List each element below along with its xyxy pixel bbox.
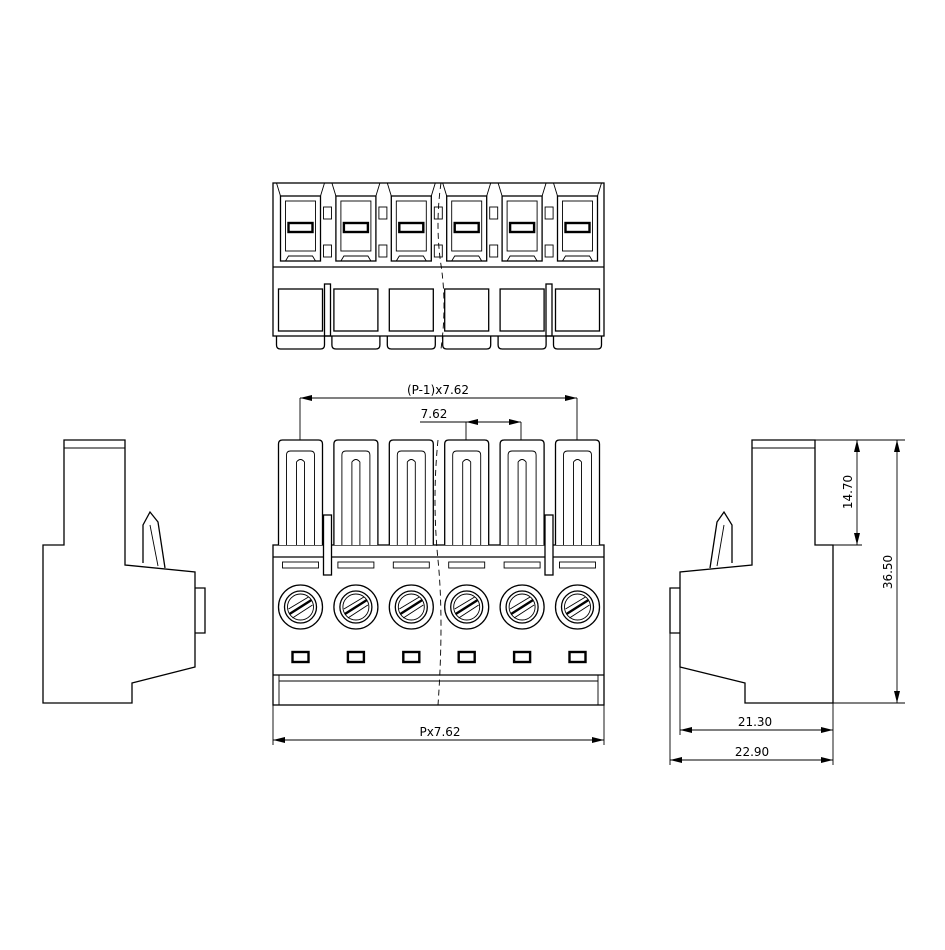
dim-label-top-height: 14.70: [841, 475, 855, 509]
front-view: [272, 439, 605, 706]
dim-label-depth-inner: 21.30: [738, 715, 772, 729]
front-view-pole: [277, 439, 324, 664]
top-view-pole: [442, 182, 499, 350]
dim-label-pitch: 7.62: [421, 407, 448, 421]
right-side-view: [669, 439, 834, 704]
dim-label-pitch-total: (P-1)x7.62: [407, 383, 469, 397]
top-view: [272, 182, 605, 350]
dim-label-depth-outer: 22.90: [735, 745, 769, 759]
top-view-pole: [275, 182, 332, 350]
front-view-pole: [388, 439, 434, 664]
front-view-body: [272, 544, 605, 706]
left-side-view: [42, 439, 206, 704]
dim-label-total-height: 36.50: [881, 555, 895, 589]
top-view-pole: [497, 182, 554, 350]
front-view-pole: [554, 439, 601, 664]
top-view-pole: [331, 182, 388, 350]
front-view-pole: [333, 439, 379, 664]
top-view-outline: [272, 182, 605, 337]
dim-label-overall-width: Px7.62: [419, 725, 460, 739]
top-view-pole: [552, 182, 603, 350]
front-view-pole: [499, 439, 545, 664]
front-view-pole: [444, 439, 490, 664]
top-view-pole: [386, 182, 443, 350]
dimension-lines: [272, 395, 905, 765]
